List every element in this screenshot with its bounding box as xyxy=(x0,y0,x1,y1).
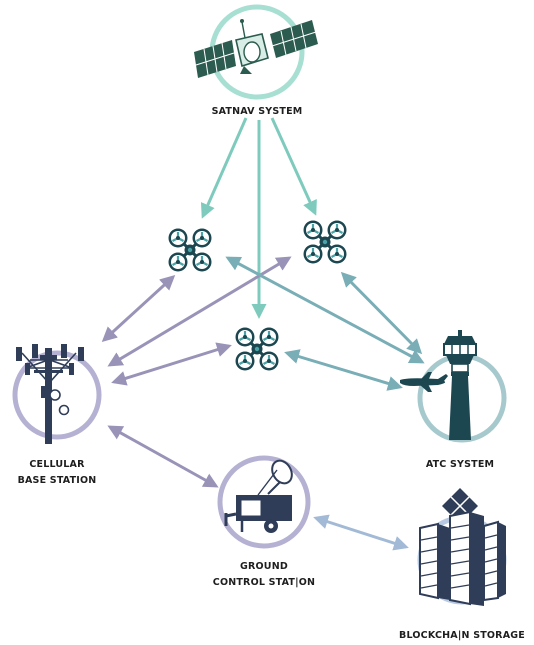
connection-arrows xyxy=(101,117,425,551)
arrow-atc-drone-center xyxy=(284,349,403,391)
cellular-label-line1: CELLULAR xyxy=(29,459,85,470)
satellite-icon xyxy=(194,19,318,78)
ground-label-line1: GROUND xyxy=(240,561,288,572)
control-tower-icon xyxy=(443,330,477,440)
blockchain-node: BLOCKCHA|N STORAGE xyxy=(399,488,525,641)
arrow-satnav-to-drone-left xyxy=(200,117,248,219)
drone-icon xyxy=(234,326,280,372)
arrow-cellular-ground xyxy=(107,425,219,488)
arrow-cellular-drone-left xyxy=(101,274,176,343)
ground-trailer-icon xyxy=(224,459,293,533)
drone-icon xyxy=(167,227,213,273)
satnav-label: SATNAV SYSTEM xyxy=(212,106,303,117)
drone-center xyxy=(234,326,280,372)
atc-label: ATC SYSTEM xyxy=(426,459,494,470)
ground-node: GROUND CONTROL STAT|ON xyxy=(213,455,315,588)
drone-icon xyxy=(302,219,348,265)
server-stack-icon xyxy=(419,488,506,606)
cellular-node: CELLULAR BASE STATION xyxy=(12,344,102,486)
arrow-atc-drone-right xyxy=(340,271,423,355)
cell-tower-icon xyxy=(16,344,84,444)
airplane-icon xyxy=(400,372,448,392)
cellular-label-line2: BASE STATION xyxy=(18,475,97,486)
atc-node: ATC SYSTEM xyxy=(400,330,507,470)
arrow-satnav-to-drone-right xyxy=(270,117,317,216)
drone-left xyxy=(167,227,213,273)
arrow-cellular-drone-center xyxy=(111,342,232,386)
satnav-node: SATNAV SYSTEM xyxy=(194,4,318,117)
ground-label-line2: CONTROL STAT|ON xyxy=(213,577,315,588)
drone-right xyxy=(302,219,348,265)
arrow-ground-blockchain xyxy=(313,514,409,551)
blockchain-label: BLOCKCHA|N STORAGE xyxy=(399,630,525,641)
